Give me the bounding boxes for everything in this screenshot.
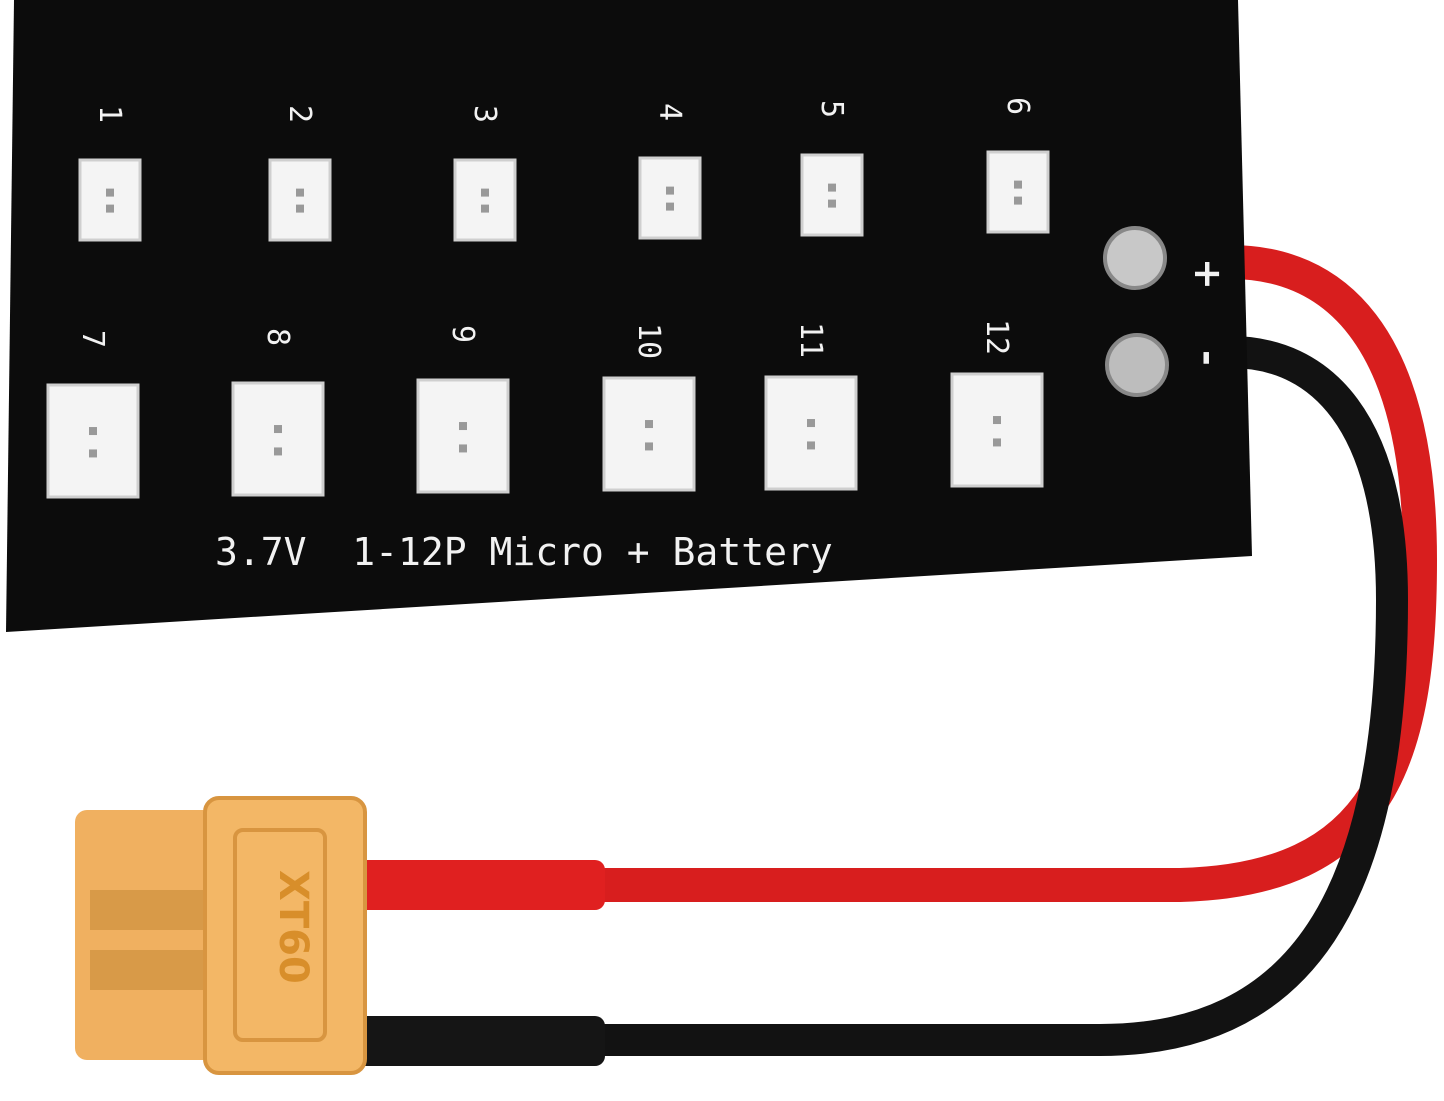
plus-label: + xyxy=(1186,258,1230,290)
charge-port-10 xyxy=(602,376,696,492)
port-number-label: 3 xyxy=(467,105,502,123)
port-pin xyxy=(828,183,836,192)
port-pin xyxy=(481,204,489,213)
port-pin xyxy=(89,427,97,436)
charge-port-12 xyxy=(950,372,1044,488)
minus-terminal-screw xyxy=(1105,333,1169,397)
port-number-label: 2 xyxy=(282,105,317,123)
black-heat-shrink xyxy=(330,1016,605,1066)
black-wire xyxy=(590,336,1409,1056)
port-number-label: 9 xyxy=(445,325,480,343)
port-pin xyxy=(993,416,1001,425)
charge-port-8 xyxy=(231,381,325,497)
port-number-label: 6 xyxy=(1000,97,1035,115)
port-pin xyxy=(993,438,1001,447)
port-pin xyxy=(274,447,282,456)
port-pin xyxy=(274,425,282,434)
xt60-connector: XT60 xyxy=(75,796,367,1075)
board-caption: 3.7V 1-12P Micro + Battery xyxy=(215,530,833,574)
port-number-label: 12 xyxy=(979,319,1014,355)
port-pin xyxy=(481,188,489,197)
port-pin xyxy=(89,449,97,458)
charge-port-11 xyxy=(764,375,858,491)
xt60-label: XT60 xyxy=(270,870,316,984)
port-pin xyxy=(1014,180,1022,189)
port-pin xyxy=(807,441,815,450)
charge-port-6 xyxy=(986,150,1050,234)
port-pin xyxy=(106,204,114,213)
port-number-label: 8 xyxy=(260,328,295,346)
port-number-label: 11 xyxy=(793,322,828,358)
charge-port-9 xyxy=(416,378,510,494)
port-pin xyxy=(807,419,815,428)
port-number-label: 5 xyxy=(814,100,849,118)
charge-port-3 xyxy=(453,158,517,242)
port-pin xyxy=(666,186,674,195)
charge-port-2 xyxy=(268,158,332,242)
plus-terminal-screw xyxy=(1103,226,1167,290)
port-pin xyxy=(645,420,653,429)
port-number-label: 4 xyxy=(652,103,687,121)
charge-port-4 xyxy=(638,156,702,240)
port-pin xyxy=(645,442,653,451)
port-pin xyxy=(828,199,836,208)
port-pin xyxy=(1014,196,1022,205)
port-pin xyxy=(459,422,467,431)
red-heat-shrink xyxy=(340,860,605,910)
port-pin xyxy=(459,444,467,453)
port-pin xyxy=(106,188,114,197)
port-pin xyxy=(666,202,674,211)
port-number-label: 10 xyxy=(631,323,666,359)
port-pin xyxy=(296,204,304,213)
red-wire xyxy=(590,245,1438,902)
port-number-label: 1 xyxy=(92,105,127,123)
port-number-label: 7 xyxy=(75,330,110,348)
charge-port-1 xyxy=(78,158,142,242)
port-pin xyxy=(296,188,304,197)
charge-port-5 xyxy=(800,153,864,237)
charge-port-7 xyxy=(46,383,140,499)
minus-label: - xyxy=(1186,350,1230,366)
